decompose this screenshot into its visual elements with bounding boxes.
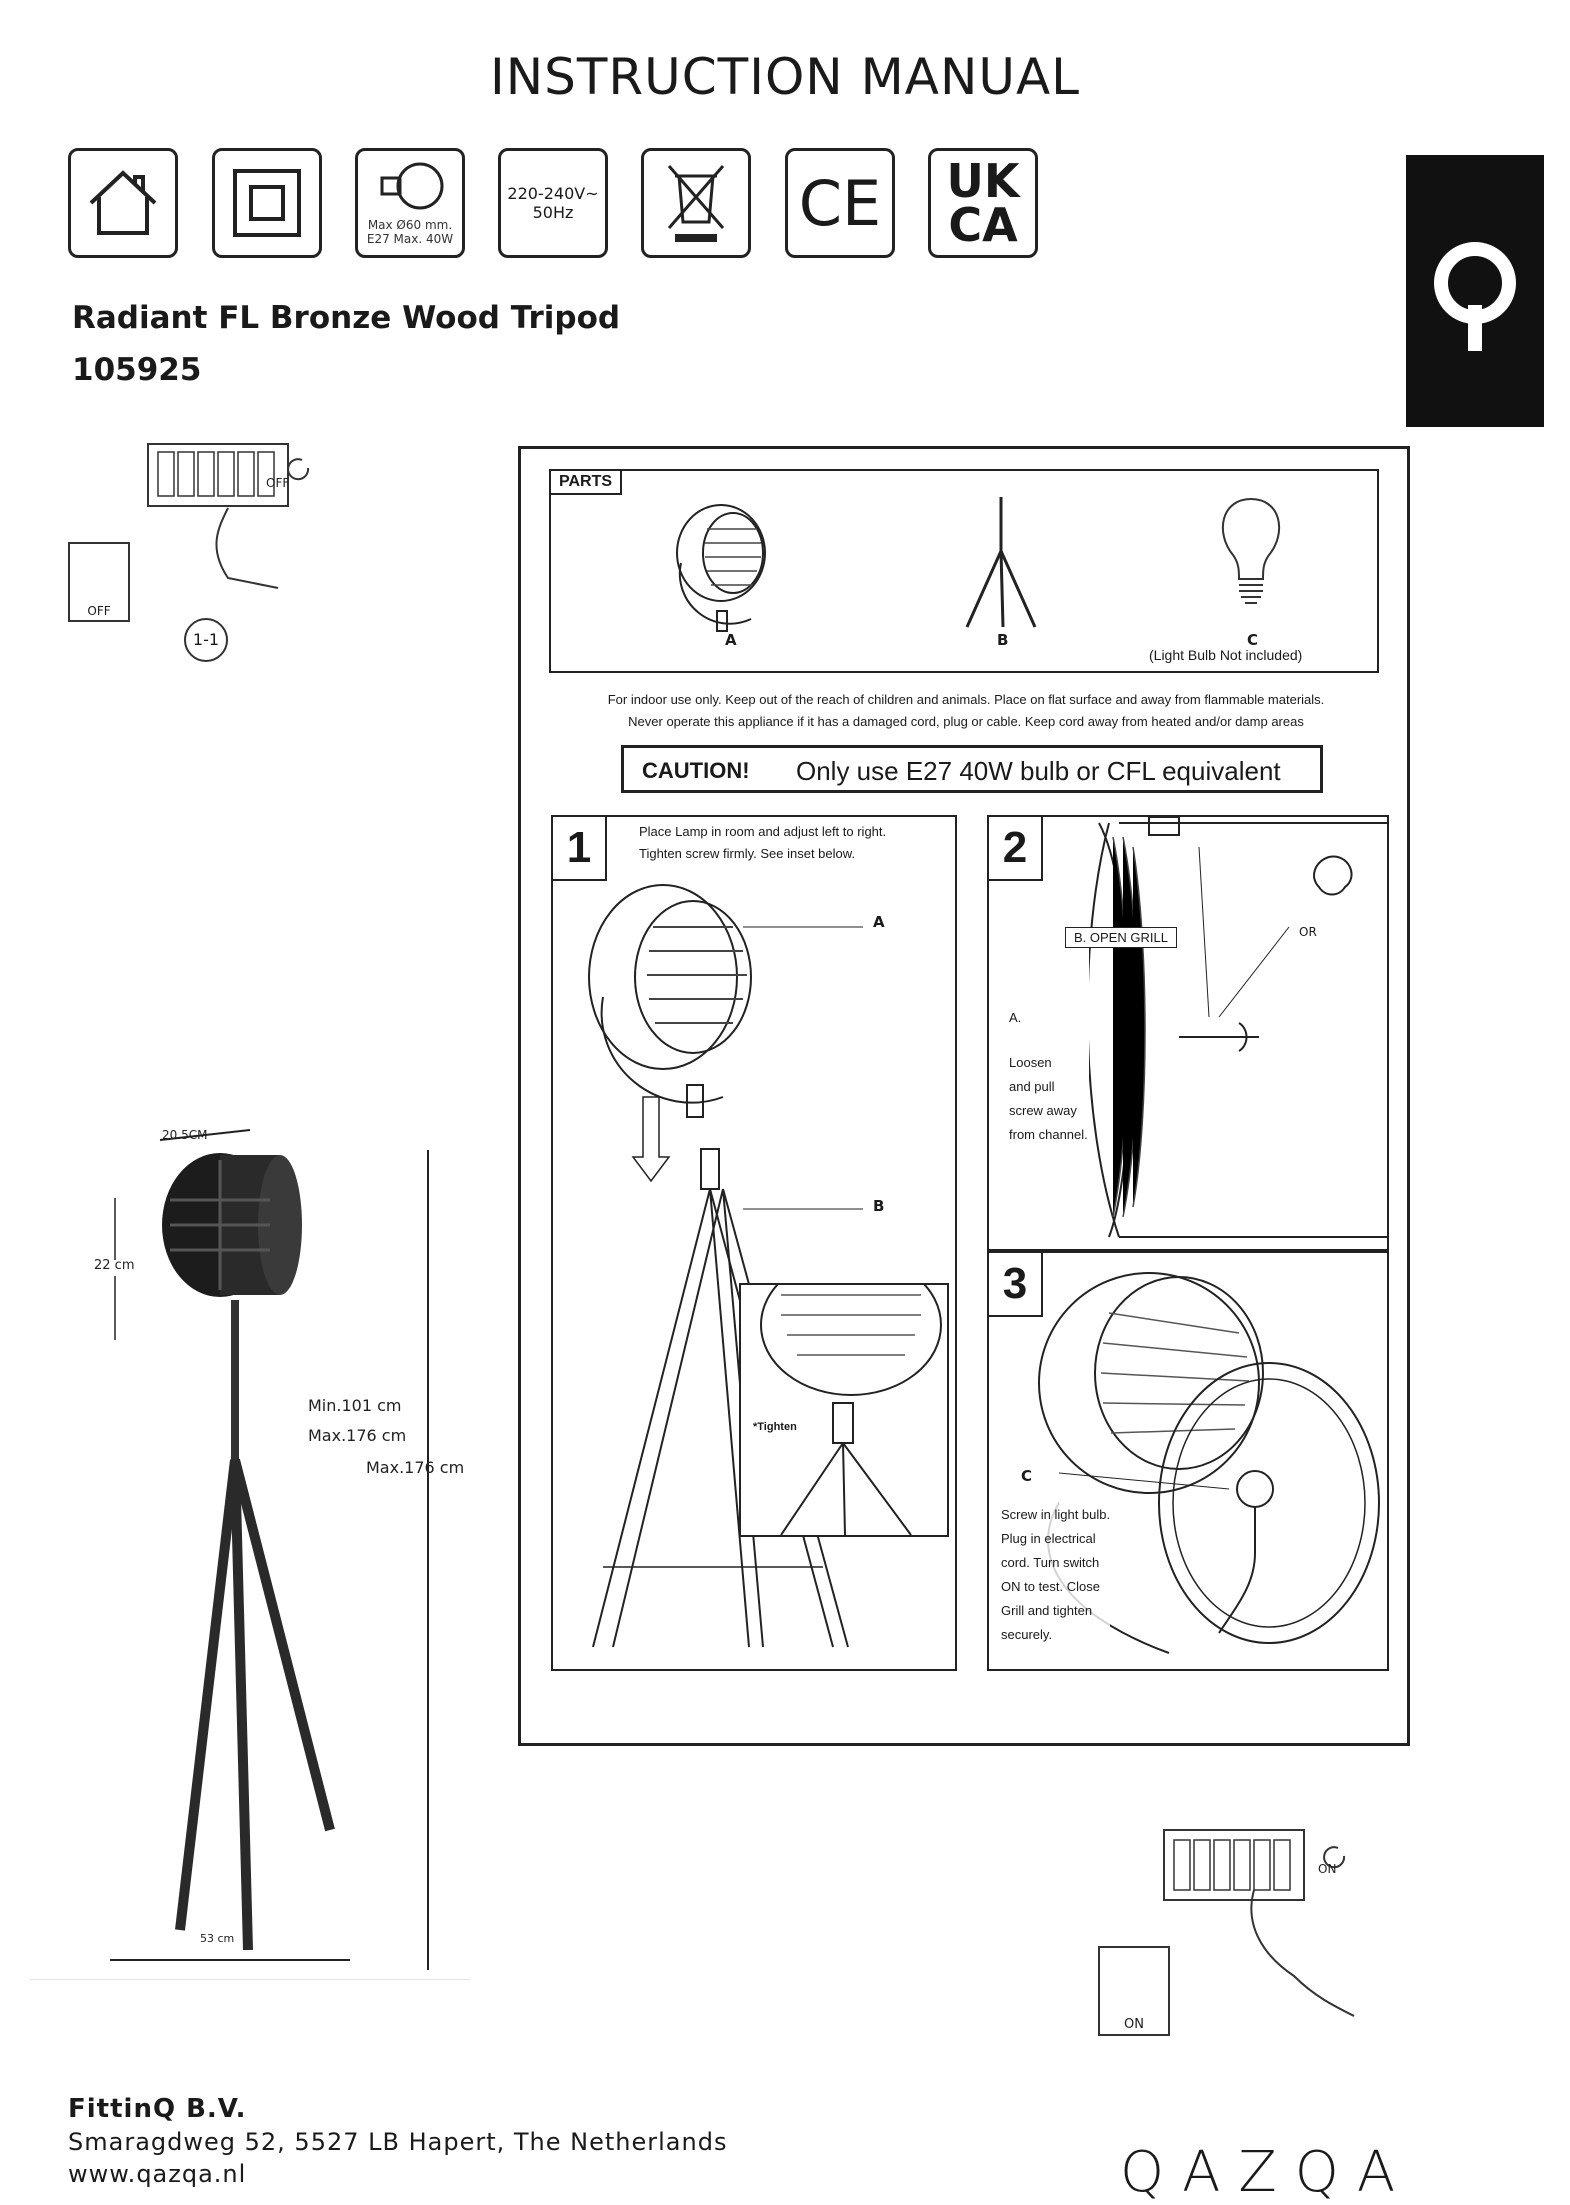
ce-mark: CE: [785, 148, 895, 258]
part-c-note: (Light Bulb Not included): [1149, 647, 1303, 663]
part-a-lamp-head-icon: [676, 504, 766, 632]
part-c-label: C: [1247, 631, 1259, 649]
step-2-number: 2: [989, 817, 1043, 881]
brand-logo-block: [1406, 155, 1544, 427]
indoor-use-icon: [68, 148, 178, 258]
ukca-mark: UK CA: [928, 148, 1038, 258]
dim-head-height: 22 cm: [94, 1258, 135, 1273]
step-2-instructions: Loosen and pull screw away from channel.: [1009, 1051, 1088, 1147]
step-3-line: ON to test. Close: [1001, 1579, 1100, 1594]
ukca-text-2: CA: [948, 198, 1018, 252]
product-code: 105925: [72, 352, 202, 388]
dim-max-height-2: Max.176 cm: [366, 1458, 465, 1477]
step-1-inset-illustration: [760, 1254, 942, 1536]
caution-label: CAUTION!: [642, 758, 750, 783]
breaker-on-arrow-label: ON: [1318, 1862, 1337, 1876]
switch-off-label: OFF: [87, 604, 111, 618]
step-3-line: Grill and tighten: [1001, 1603, 1093, 1618]
safety-warning-1: For indoor use only. Keep out of the rea…: [607, 692, 1325, 707]
switch-on-icon: ON: [1098, 1946, 1170, 2036]
step-1-text-1: Place Lamp in room and adjust left to ri…: [639, 824, 887, 839]
step-1-tighten-label: *Tighten: [753, 1421, 797, 1433]
step-1-1-badge: 1-1: [184, 618, 228, 662]
dim-width-top: 20.5CM: [162, 1128, 208, 1142]
voltage-symbol: 220-240V~ 50Hz: [498, 148, 608, 258]
dim-base-width: 53 cm: [200, 1932, 235, 1945]
assembly-instructions-panel: PARTS A B C (Light Bulb Not included) Fo…: [518, 446, 1410, 1746]
step-1-number: 1: [553, 817, 607, 881]
step-3-number: 3: [989, 1253, 1043, 1317]
step-1-label-b: B: [873, 1197, 885, 1215]
step-3-box: 3 C Screw in light bulb. Plug in electri…: [987, 1251, 1389, 1671]
step-1-illustration: [588, 884, 863, 1648]
lamp-dimension-drawing: [30, 1110, 470, 1981]
frequency-text: 50Hz: [532, 203, 574, 222]
step-2-line: from channel.: [1009, 1127, 1088, 1142]
footer-company: FittinQ B.V.: [68, 2094, 247, 2124]
step-2-box: 2 B. OPEN GRILL OR A. Loosen and pull sc…: [987, 815, 1389, 1251]
part-b-label: B: [997, 631, 1009, 649]
step-3-line: cord. Turn switch: [1001, 1555, 1100, 1570]
dim-min-height: Min.101 cm: [308, 1396, 402, 1415]
step-2-illustration: [1089, 817, 1389, 1238]
step-1-inset: *Tighten: [739, 1254, 949, 1537]
weee-bin-icon: [641, 148, 751, 258]
footer-brand-logo: QAZQA: [1120, 2140, 1414, 2205]
step-3-instructions: Screw in light bulb. Plug in electrical …: [1001, 1503, 1111, 1647]
step-1-text-2: Tighten screw firmly. See inset below.: [639, 846, 856, 861]
part-a-label: A: [725, 631, 737, 649]
switch-on-label: ON: [1124, 2017, 1144, 2032]
breaker-on-illustration: [1144, 1826, 1384, 2026]
step-3-line: securely.: [1001, 1627, 1053, 1642]
switch-off-icon: OFF: [68, 542, 130, 622]
class-ii-insulation-icon: [212, 148, 322, 258]
part-c-bulb-icon: [1221, 497, 1281, 604]
step-3-illustration: [1038, 1272, 1380, 1654]
dim-max-height: Max.176 cm: [308, 1426, 407, 1445]
caution-text: Only use E27 40W bulb or CFL equivalent: [796, 756, 1281, 786]
step-2-open-grill-label: B. OPEN GRILL: [1065, 927, 1177, 948]
bulb-spec-icon: Max Ø60 mm. E27 Max. 40W: [355, 148, 465, 258]
step-2-line: screw away: [1009, 1103, 1077, 1118]
product-name: Radiant FL Bronze Wood Tripod: [72, 300, 621, 336]
step-2-line: and pull: [1009, 1079, 1055, 1094]
parts-title: PARTS: [551, 471, 623, 495]
caution-box: CAUTION! Only use E27 40W bulb or CFL eq…: [621, 745, 1323, 793]
step-3-line: Screw in light bulb.: [1001, 1507, 1111, 1522]
step-3-line: Plug in electrical: [1001, 1531, 1096, 1546]
step-2-line: Loosen: [1009, 1055, 1052, 1070]
voltage-text: 220-240V~: [507, 184, 599, 203]
footer-website: www.qazqa.nl: [68, 2160, 247, 2188]
step-2-a-label: A.: [1009, 1010, 1022, 1025]
page-title: INSTRUCTION MANUAL: [489, 48, 1081, 106]
step-2-or-label: OR: [1299, 925, 1317, 939]
breaker-off-arrow-label: OFF: [266, 476, 290, 490]
step-1-box: 1 Place Lamp in room and adjust left to …: [551, 815, 957, 1671]
step-3-label-c: C: [1021, 1467, 1033, 1485]
bulb-spec-text-2: E27 Max. 40W: [366, 232, 454, 246]
footer-address: Smaragdweg 52, 5527 LB Hapert, The Nethe…: [68, 2128, 728, 2156]
bulb-spec-text-1: Max Ø60 mm.: [367, 218, 453, 232]
ukca-text-1: UK: [946, 154, 1020, 208]
safety-warning-2: Never operate this appliance if it has a…: [628, 714, 1304, 729]
step-1-label-a: A: [873, 913, 885, 931]
parts-box: PARTS A B C (Light Bulb Not included): [549, 469, 1379, 673]
part-b-tripod-icon: [965, 497, 1037, 628]
breaker-off-illustration: [108, 438, 328, 598]
